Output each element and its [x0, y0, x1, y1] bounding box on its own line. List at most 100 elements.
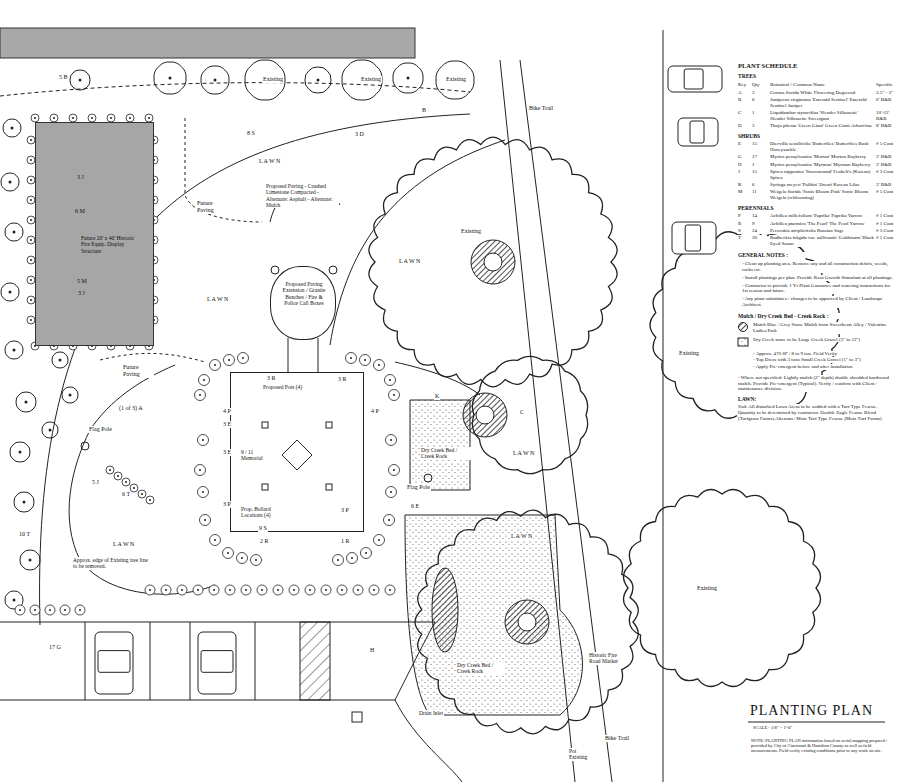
plan-label: 6 M [74, 208, 86, 215]
plan-label: GENERAL NOTES : [737, 252, 889, 258]
plan-label: Weigela florida 'Sonic Bloom Pink' Sonic… [769, 189, 875, 201]
tree-trunk [19, 451, 22, 454]
shrub-center [30, 279, 32, 281]
shrub-center [133, 487, 135, 489]
plan-label: 5 B [58, 74, 69, 81]
shrub [114, 472, 122, 480]
shrub [257, 585, 267, 595]
tree-trunk [9, 291, 12, 294]
shrub-center [255, 559, 257, 561]
swatch-shape [739, 323, 748, 332]
plan-label: # 1 Cont [875, 213, 898, 219]
plan-label: G [737, 154, 751, 160]
plan-label: B [421, 107, 427, 114]
tree-canopy [5, 341, 23, 359]
shrub-center [365, 552, 367, 554]
shrub-center [30, 199, 32, 201]
plan-label: Existing [460, 228, 482, 235]
shrub [195, 465, 206, 476]
shrub [374, 535, 385, 546]
plan-label: 24 [751, 228, 767, 234]
node-text: Proposed Paving Extension / Granite Benc… [278, 281, 330, 306]
plan-label: - Approx. 470 SF / 8 to 9 ton. Field Ver… [752, 351, 897, 357]
trunk [476, 406, 494, 424]
shrub-center [261, 589, 263, 591]
shrub [200, 515, 211, 526]
shrub-center [49, 609, 51, 611]
plan-label: Existing [445, 76, 467, 83]
plan-label: 6' B&B [875, 97, 898, 103]
plan-label: 3 [751, 90, 767, 96]
plan-label: 3 E [222, 421, 232, 428]
shrub [107, 114, 115, 122]
node-text: Future 20' x 40' Historic Fire Equip. Di… [81, 235, 139, 254]
plan-label: 3 P [340, 507, 350, 514]
plan-label: Achillea millefolium 'Paprika' Paprika Y… [769, 213, 875, 219]
shrub [130, 484, 138, 492]
plan-label: P [737, 213, 751, 219]
plan-label: 9 [751, 221, 767, 227]
plan-label: SHRUBS [737, 133, 799, 139]
plan-label: PLANT SCHEDULE [737, 62, 889, 69]
shrub [224, 355, 235, 366]
shrub-center [204, 519, 206, 521]
shrub-center [30, 219, 32, 221]
shrub-center [390, 439, 392, 441]
shrub-center [213, 589, 215, 591]
legend-swatch [737, 337, 749, 347]
shrub [237, 553, 248, 564]
future-paving [185, 118, 262, 222]
plan-label: LAWN: [737, 396, 799, 402]
plan-label: 17 [751, 154, 767, 160]
tree-canopy [154, 62, 186, 94]
tree-trunk [214, 79, 217, 82]
shrub [337, 585, 347, 595]
shrub-center [129, 117, 131, 119]
shrub [27, 216, 35, 224]
shrub [321, 585, 331, 595]
shrub [27, 316, 35, 324]
tree-canopy [42, 422, 58, 438]
shrub [374, 360, 385, 371]
plan-label: 1 [751, 162, 767, 168]
legend-text: Match Blue / Grey Stone Mulch from Sweet… [752, 322, 897, 334]
shrub-center [30, 159, 32, 161]
plan-label: 3 P [222, 501, 232, 508]
shrub-center [199, 394, 201, 396]
shrub [27, 196, 35, 204]
plan-label: - Clean up planting area. Remove any and… [741, 261, 897, 273]
plan-label: Bike Trail [528, 105, 554, 112]
shrub-center [203, 379, 205, 381]
shrub-center [181, 589, 183, 591]
plan-label: # 5 Cont [875, 141, 898, 147]
shrub-center [350, 357, 352, 359]
plan-label: M [737, 189, 751, 195]
tree-trunk [169, 77, 172, 80]
plan-label: Existing [262, 76, 284, 83]
plan-label: Perovskia atriplicifolia Russian Sage [769, 228, 875, 234]
shrub [386, 435, 397, 446]
plan-label: C [737, 110, 751, 116]
shrub [15, 605, 25, 615]
shrub [385, 375, 396, 386]
car [678, 118, 718, 146]
plan-label: 5 M [76, 278, 88, 285]
plan-label: Diervilla sessilifolia 'Butterflies' But… [769, 141, 875, 153]
shrub [27, 156, 35, 164]
plan-label: Liquidambar styraciflua 'Slender Silhoue… [769, 110, 875, 122]
car-window [685, 225, 700, 251]
shrub-center [165, 589, 167, 591]
shrub-center [378, 539, 380, 541]
plan-label: Flag Pole [406, 484, 431, 491]
tree-canopy [245, 60, 285, 100]
plan-label: Key [737, 82, 751, 88]
display-structure: Future 20' x 40' Historic Fire Equip. Di… [35, 122, 154, 346]
stall-line [255, 622, 256, 700]
shrub-center [79, 609, 81, 611]
trunk [518, 613, 536, 631]
shrub-center [202, 491, 204, 493]
bench [271, 266, 279, 274]
plan-label: 4 P [370, 408, 380, 415]
plan-label: 3 J [76, 174, 85, 181]
